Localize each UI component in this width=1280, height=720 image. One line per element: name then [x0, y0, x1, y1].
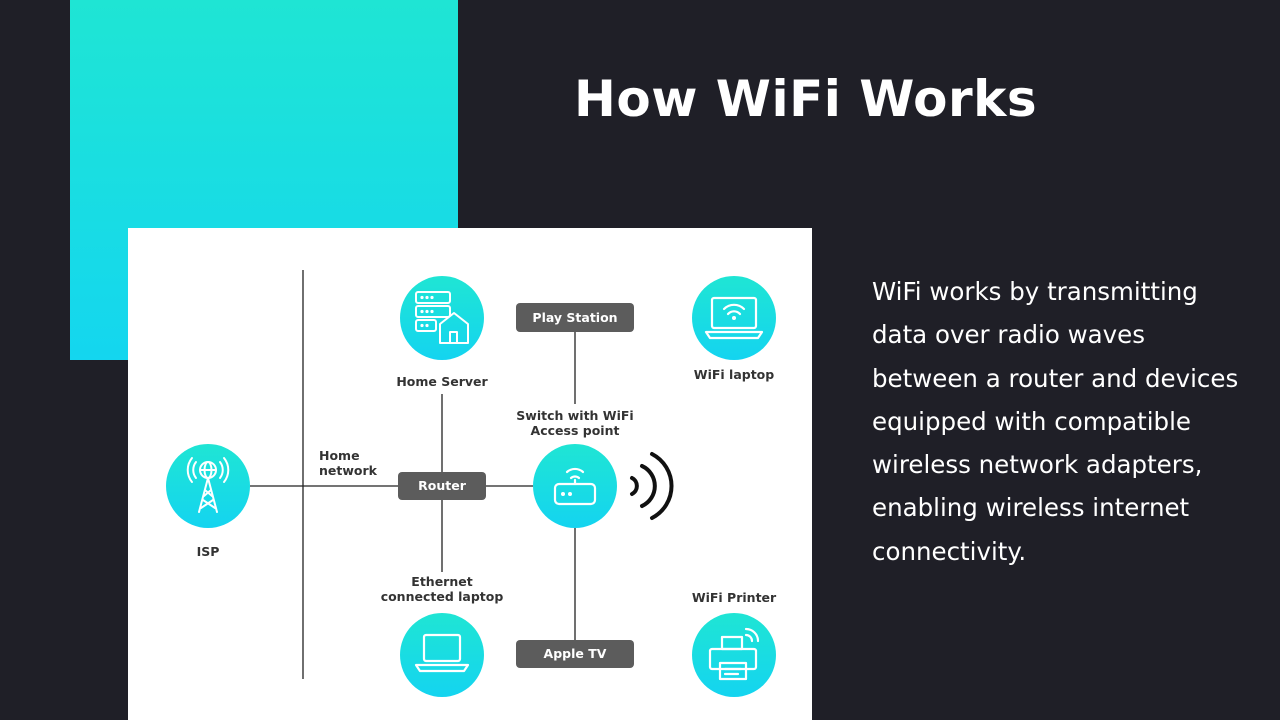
- network-diagram: ISP Home network Home Server Router Ethe…: [128, 228, 812, 720]
- laptop-icon: [414, 633, 470, 673]
- slide-title: How WiFi Works: [574, 70, 1038, 128]
- router-tag[interactable]: Router: [398, 472, 486, 500]
- antenna-tower-icon: [186, 457, 230, 513]
- slide-description: WiFi works by transmitting data over rad…: [872, 277, 1239, 566]
- server-home-icon: [415, 291, 469, 344]
- wifi-signal-waves-icon: [630, 452, 674, 520]
- wifi-printer-node: [692, 613, 776, 697]
- play-station-tag[interactable]: Play Station: [516, 303, 634, 332]
- wifi-laptop-label: WiFi laptop: [693, 367, 775, 382]
- home-network-label: Home network: [319, 448, 377, 478]
- access-point-node: [533, 444, 617, 528]
- wifi-router-icon: [553, 467, 597, 506]
- wifi-printer-icon: [708, 627, 760, 681]
- ethernet-laptop-node: [400, 613, 484, 697]
- wifi-printer-label: WiFi Printer: [691, 590, 777, 605]
- ethernet-laptop-label: Ethernet connected laptop: [380, 574, 504, 604]
- apple-tv-tag[interactable]: Apple TV: [516, 640, 634, 668]
- wifi-laptop-node: [692, 276, 776, 360]
- isp-label: ISP: [196, 544, 220, 559]
- isp-node: [166, 444, 250, 528]
- diagram-connectors: [250, 270, 674, 679]
- wifi-laptop-icon: [704, 296, 764, 340]
- home-server-node: [400, 276, 484, 360]
- home-server-label: Home Server: [396, 374, 488, 389]
- switch-ap-label: Switch with WiFi Access point: [516, 408, 634, 438]
